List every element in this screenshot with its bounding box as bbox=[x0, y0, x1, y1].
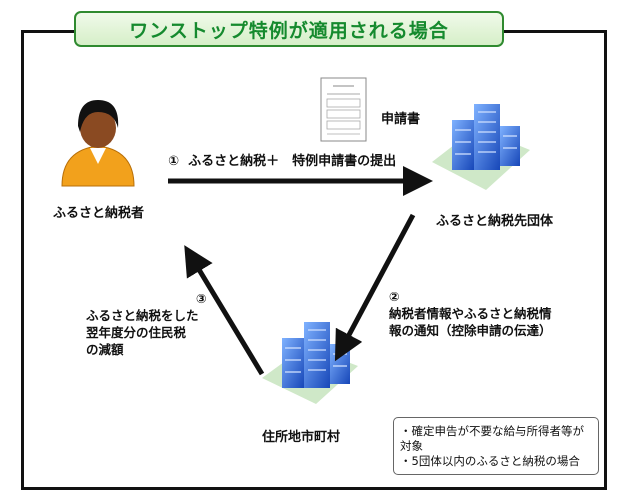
step3-line1: ふるさと納税をした bbox=[86, 308, 199, 323]
diagram-title: ワンストップ特例が適用される場合 bbox=[74, 11, 504, 47]
conditions-note: ・確定申告が不要な給与所得者等が 対象 ・5団体以内のふるさと納税の場合 bbox=[393, 417, 599, 475]
step3-number: ③ bbox=[196, 291, 207, 306]
taxpayer-label: ふるさと納税者 bbox=[53, 206, 145, 221]
destination-building-icon bbox=[432, 104, 530, 190]
destination-label: ふるさと納税先団体 bbox=[436, 214, 554, 229]
step2-line2: 報の通知（控除申請の伝達） bbox=[389, 323, 552, 338]
step2-line1: 納税者情報やふるさと納税情 bbox=[389, 306, 552, 321]
step2-number: ② bbox=[389, 289, 400, 304]
step1-text: ふるさと納税＋ 特例申請書の提出 bbox=[188, 154, 397, 169]
note-line: ・確定申告が不要な給与所得者等が bbox=[400, 424, 584, 438]
taxpayer-person-icon bbox=[61, 100, 135, 187]
step2-label: ② 納税者情報やふるさと納税情 報の通知（控除申請の伝達） bbox=[389, 288, 552, 339]
municipality-label: 住所地市町村 bbox=[262, 430, 341, 445]
step1-number: ① bbox=[168, 154, 180, 169]
arrow-step3 bbox=[184, 245, 265, 376]
step3-label: ③ ふるさと納税をした 翌年度分の住民税 の減額 bbox=[86, 290, 207, 358]
document-label: 申請書 bbox=[381, 112, 421, 127]
arrow-step2 bbox=[334, 213, 416, 362]
step1-label: ① ふるさと納税＋ 特例申請書の提出 bbox=[168, 150, 396, 169]
step3-line3: の減額 bbox=[86, 342, 124, 357]
note-line: ・5団体以内のふるさと納税の場合 bbox=[400, 454, 580, 468]
municipality-building-icon bbox=[262, 322, 358, 404]
step3-line2: 翌年度分の住民税 bbox=[86, 325, 187, 340]
note-line: 対象 bbox=[400, 439, 423, 453]
application-document-icon bbox=[320, 77, 367, 142]
